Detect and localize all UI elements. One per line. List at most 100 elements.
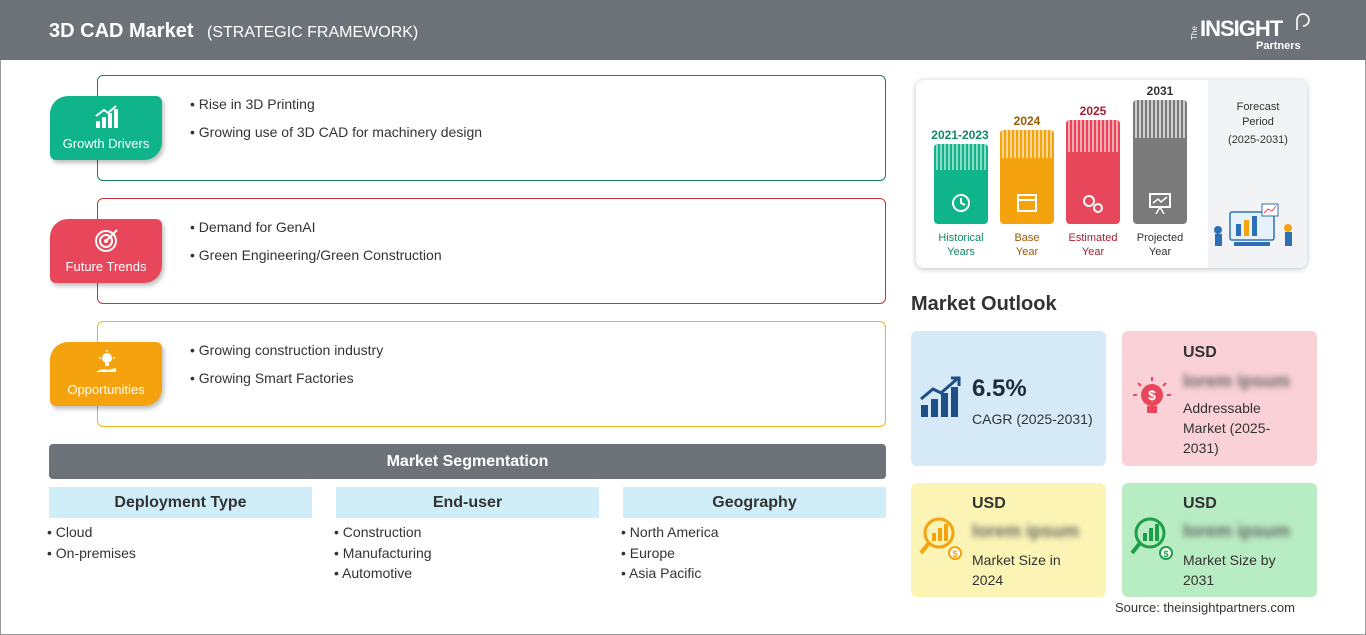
addressable-value: lorem ipsum	[1183, 371, 1291, 391]
opportunities-list: Growing construction industry Growing Sm…	[190, 342, 383, 398]
list-item: Europe	[621, 545, 719, 566]
timeline-label: Historical Years	[925, 231, 997, 259]
timeline-bar-historical	[934, 144, 988, 224]
svg-text:$: $	[952, 549, 957, 559]
growth-drivers-list: Rise in 3D Printing Growing use of 3D CA…	[190, 96, 482, 152]
size-2024-currency: USD	[972, 495, 1006, 512]
insight-partners-logo[interactable]: The INSIGHT Partners	[1190, 12, 1320, 54]
page-subtitle: (STRATEGIC FRAMEWORK)	[207, 24, 419, 41]
size-2024-value: lorem ipsum	[972, 521, 1080, 541]
addressable-label: Addressable Market (2025-2031)	[1183, 400, 1271, 456]
logo-partners: Partners	[1256, 40, 1301, 52]
list-item: Growing Smart Factories	[190, 370, 383, 398]
future-trends-label: Future Trends	[65, 259, 147, 274]
bar-stripes	[1066, 120, 1120, 152]
growth-chart-icon	[95, 105, 118, 128]
timeline-label-line: Projected	[1136, 232, 1184, 244]
bar-stripes	[934, 144, 988, 170]
timeline-year: 2031	[1146, 84, 1174, 98]
svg-text:$: $	[1163, 549, 1168, 559]
list-item: Automotive	[334, 565, 432, 586]
magnifier-chart-icon: $	[919, 517, 962, 560]
list-item: Manufacturing	[334, 545, 432, 566]
timeline-year: 2025	[1079, 104, 1107, 118]
list-item: Growing use of 3D CAD for machinery desi…	[190, 124, 482, 152]
logo-the: The	[1190, 26, 1199, 40]
market-size-2031-box: $ USD lorem ipsum Market Size by 2031	[1122, 483, 1317, 597]
list-item: Construction	[334, 524, 432, 545]
timeline-bar-projected	[1133, 100, 1187, 224]
svg-text:$: $	[1148, 387, 1156, 403]
growth-drivers-label: Growth Drivers	[62, 136, 150, 151]
lightbulb-dollar-icon: $	[1133, 377, 1171, 413]
segment-head-geography: Geography	[623, 487, 886, 518]
logo-swirl-icon	[1296, 13, 1310, 30]
logo-insight: INSIGHT	[1200, 16, 1283, 41]
timeline-bar-estimated	[1066, 120, 1120, 224]
lightbulb-hand-icon	[96, 350, 116, 372]
segment-list-end-user: Construction Manufacturing Automotive	[334, 524, 432, 586]
market-size-2024-box: $ USD lorem ipsum Market Size in 2024	[911, 483, 1106, 597]
opportunities-tag: Opportunities	[50, 342, 162, 406]
timeline-year: 2021-2023	[931, 128, 989, 142]
timeline-bar-base	[1000, 130, 1054, 224]
timeline-label-line: Year	[1148, 246, 1172, 258]
list-item: Cloud	[47, 524, 136, 545]
calendar-icon	[1017, 194, 1037, 212]
timeline-label: Projected Year	[1129, 231, 1191, 259]
timeline-label-line: Year	[1015, 246, 1039, 258]
market-segmentation-bar: Market Segmentation	[49, 444, 886, 479]
source-note[interactable]: Source: theinsightpartners.com	[1115, 600, 1295, 615]
timeline-year: 2024	[1013, 114, 1041, 128]
list-item: North America	[621, 524, 719, 545]
presentation-icon	[1149, 193, 1171, 215]
cagr-label: CAGR (2025-2031)	[972, 411, 1093, 427]
analytics-dashboard-illustration-icon	[1214, 203, 1292, 246]
list-item: Green Engineering/Green Construction	[190, 247, 442, 275]
forecast-period-text: Forecast Period (2025-2031)	[1214, 100, 1302, 148]
bar-stripes	[1133, 100, 1187, 138]
size-2024-label: Market Size in 2024	[972, 552, 1061, 588]
growth-chart-icon	[920, 376, 961, 417]
forecast-range: (2025-2031)	[1228, 134, 1288, 146]
future-trends-tag: Future Trends	[50, 219, 162, 283]
timeline-label-line: Estimated	[1068, 232, 1118, 244]
market-outlook-title: Market Outlook	[911, 293, 1057, 315]
cagr-value: 6.5%	[972, 375, 1027, 402]
addressable-currency: USD	[1183, 344, 1217, 361]
segment-head-end-user: End-user	[336, 487, 599, 518]
segment-head-deployment: Deployment Type	[49, 487, 312, 518]
history-clock-icon	[952, 194, 970, 212]
future-trends-card: Demand for GenAI Green Engineering/Green…	[97, 198, 886, 304]
future-trends-list: Demand for GenAI Green Engineering/Green…	[190, 219, 442, 275]
timeline-label-line: Historical	[938, 232, 984, 244]
list-item: On-premises	[47, 545, 136, 566]
growth-drivers-card: Rise in 3D Printing Growing use of 3D CA…	[97, 75, 886, 181]
bar-stripes	[1000, 130, 1054, 158]
forecast-title: Forecast Period	[1236, 101, 1280, 128]
timeline-label-line: Years	[947, 246, 975, 258]
size-2031-currency: USD	[1183, 495, 1217, 512]
timeline-label: Estimated Year	[1062, 231, 1124, 259]
timeline-label: Base Year	[1000, 231, 1054, 259]
growth-drivers-tag: Growth Drivers	[50, 96, 162, 160]
list-item: Asia Pacific	[621, 565, 719, 586]
list-item: Growing construction industry	[190, 342, 383, 370]
target-icon	[95, 229, 118, 252]
page-title: 3D CAD Market	[49, 20, 194, 42]
size-2031-value: lorem ipsum	[1183, 521, 1291, 541]
cagr-box: 6.5% CAGR (2025-2031)	[911, 331, 1106, 466]
list-item: Rise in 3D Printing	[190, 96, 482, 124]
opportunities-card: Growing construction industry Growing Sm…	[97, 321, 886, 427]
timeline-label-line: Base	[1014, 232, 1040, 244]
addressable-market-box: $ USD lorem ipsum Addressable Market (20…	[1122, 331, 1317, 466]
header-bar: 3D CAD Market (STRATEGIC FRAMEWORK) The …	[0, 0, 1366, 60]
magnifier-chart-icon: $	[1130, 517, 1173, 560]
opportunities-label: Opportunities	[67, 382, 145, 397]
segment-list-geography: North America Europe Asia Pacific	[621, 524, 719, 586]
timeline-label-line: Year	[1081, 246, 1105, 258]
segment-list-deployment: Cloud On-premises	[47, 524, 136, 565]
size-2031-label: Market Size by 2031	[1183, 552, 1276, 588]
gears-icon	[1083, 195, 1103, 213]
list-item: Demand for GenAI	[190, 219, 442, 247]
